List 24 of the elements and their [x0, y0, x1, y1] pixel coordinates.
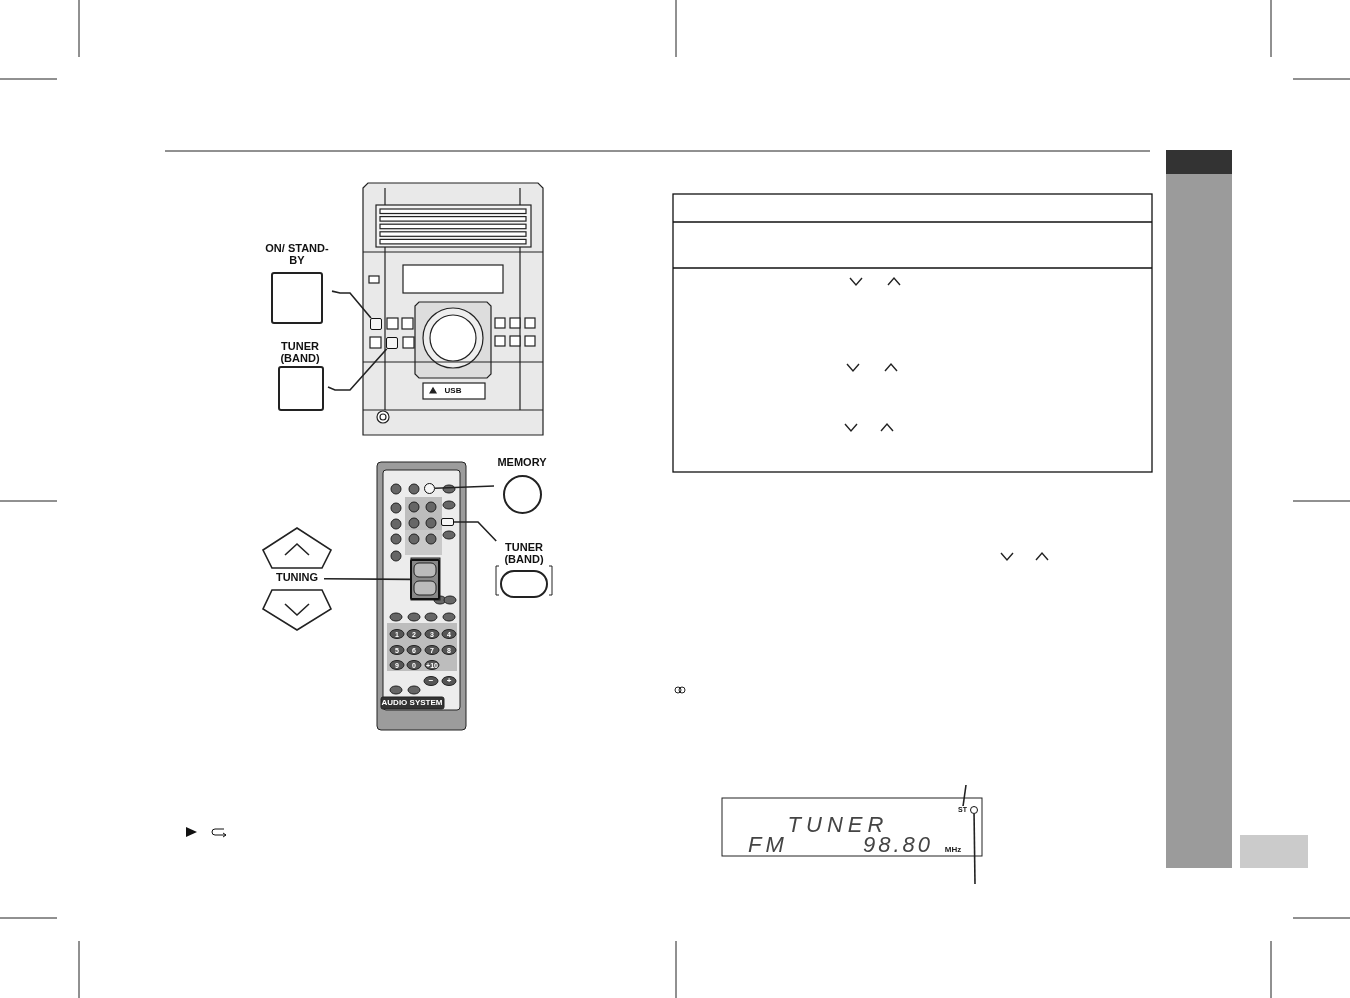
unit-label: MHz: [944, 846, 962, 854]
callout-label: TUNING: [274, 571, 320, 583]
leader-line: [327, 348, 388, 391]
port-label: USB: [444, 387, 462, 395]
display-text: 98.80: [862, 834, 934, 856]
display-text: TUNER: [787, 814, 889, 836]
device-button: [370, 318, 382, 330]
button-label: MEMORY: [496, 456, 548, 468]
leader-line: [331, 290, 372, 319]
display-text: FM: [748, 834, 788, 856]
stereo-indicator-icon: [970, 806, 978, 814]
leader-line: [453, 521, 497, 542]
leader-line: [962, 784, 967, 807]
tuning-key-frame: [410, 559, 440, 600]
device-button: [386, 337, 398, 349]
button-label: TUNER (BAND): [279, 340, 321, 364]
device-button: [424, 483, 435, 494]
key-number: −: [428, 677, 434, 685]
button-label: TUNER (BAND): [503, 541, 545, 565]
key-number: +: [446, 677, 452, 685]
panel-label: AUDIO SYSTEM: [381, 699, 443, 707]
button-label: ON/ STAND-BY: [264, 242, 330, 266]
device-button: [441, 518, 454, 526]
leader-line: [973, 813, 976, 885]
